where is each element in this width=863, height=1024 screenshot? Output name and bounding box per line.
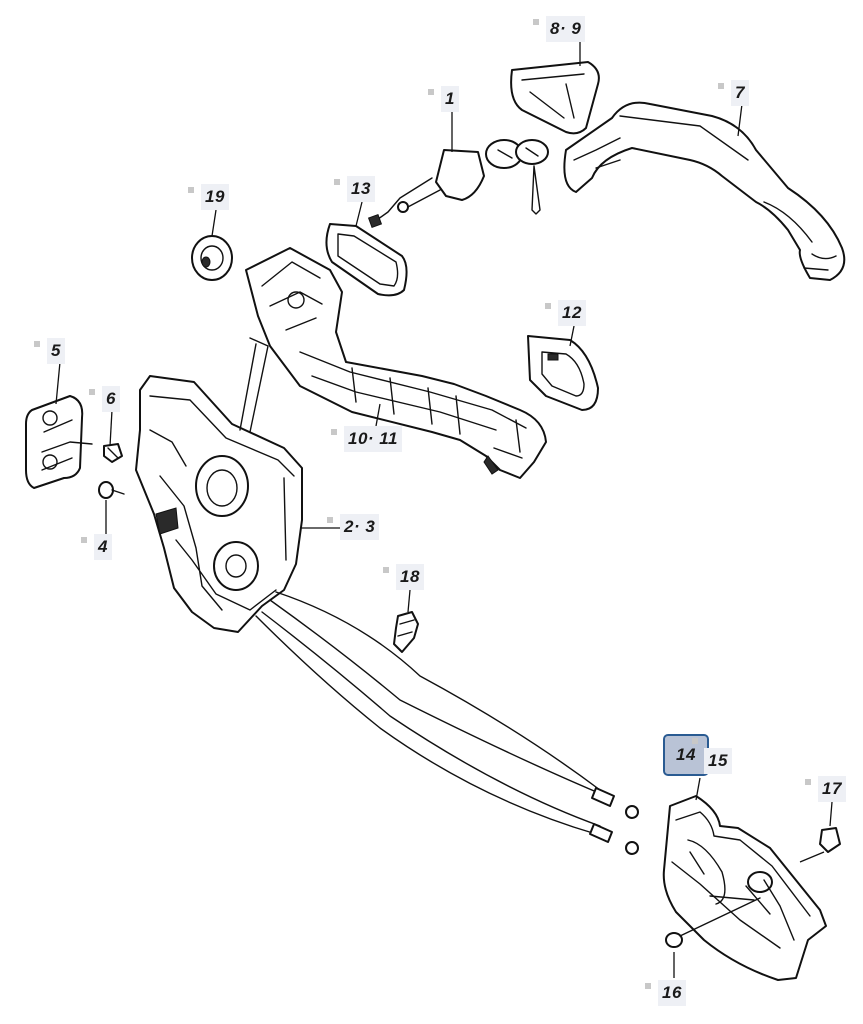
callout-2-3[interactable]: 2· 3 <box>327 514 380 540</box>
part-handle-cap <box>510 61 600 135</box>
callout-marker <box>327 517 333 523</box>
callout-label: 19 <box>205 187 225 206</box>
callout-marker <box>428 89 434 95</box>
callout-label: 5 <box>51 341 61 360</box>
callout-7[interactable]: 7 <box>718 80 749 106</box>
callout-marker <box>805 779 811 785</box>
callout-15[interactable]: 15 <box>704 748 732 774</box>
callout-marker <box>692 738 698 744</box>
callout-label: 18 <box>400 567 420 586</box>
callout-6[interactable]: 6 <box>89 386 120 412</box>
callout-label: 13 <box>351 179 371 198</box>
callout-4[interactable]: 4 <box>81 534 112 560</box>
callout-label: 2· 3 <box>344 517 376 536</box>
callout-label: 7 <box>735 83 745 102</box>
part-handle-frame <box>245 247 547 479</box>
callout-12[interactable]: 12 <box>545 300 586 326</box>
part-inside-handle <box>662 795 827 981</box>
callout-17[interactable]: 17 <box>805 776 846 802</box>
callout-8-9[interactable]: 8· 9 <box>533 16 586 42</box>
callout-16[interactable]: 16 <box>645 980 686 1006</box>
leader-lines <box>55 38 833 978</box>
callout-label: 16 <box>662 983 682 1002</box>
callout-18[interactable]: 18 <box>383 564 424 590</box>
callout-10-11[interactable]: 10· 11 <box>331 426 402 452</box>
callout-marker <box>331 429 337 435</box>
callout-1[interactable]: 1 <box>428 86 459 112</box>
callout-marker <box>718 83 724 89</box>
part-grommet <box>191 235 233 281</box>
callout-label: 14 <box>676 745 696 764</box>
callout-marker <box>89 389 95 395</box>
part-gasket <box>325 223 408 297</box>
callout-5[interactable]: 5 <box>34 338 65 364</box>
callout-marker <box>383 567 389 573</box>
part-latch-actuator <box>135 337 303 633</box>
callout-label: 1 <box>445 89 455 108</box>
callout-marker <box>545 303 551 309</box>
part-bracket <box>527 335 599 411</box>
part-lock-cylinder <box>367 139 549 229</box>
part-cap-17 <box>819 827 841 853</box>
callout-label: 12 <box>562 303 582 322</box>
callout-14[interactable]: 14 <box>663 734 709 776</box>
part-striker <box>25 395 93 489</box>
part-screw-6 <box>103 443 123 463</box>
callout-label: 6 <box>106 389 116 408</box>
callout-marker <box>645 983 651 989</box>
callout-label: 15 <box>708 751 728 770</box>
callout-marker <box>34 341 40 347</box>
callout-marker <box>533 19 539 25</box>
callout-label: 17 <box>822 779 842 798</box>
callout-13[interactable]: 13 <box>334 176 375 202</box>
callout-label: 10· 11 <box>348 429 398 448</box>
part-cables <box>255 591 639 855</box>
callout-marker <box>188 187 194 193</box>
part-screw-4 <box>98 481 125 499</box>
callout-label: 4 <box>98 537 108 556</box>
callout-label: 8· 9 <box>550 19 582 38</box>
part-screw-16 <box>665 897 761 948</box>
part-clip <box>393 611 419 653</box>
callout-marker <box>81 537 87 543</box>
part-outside-handle <box>563 101 846 281</box>
callout-19[interactable]: 19 <box>188 184 229 210</box>
callout-marker <box>334 179 340 185</box>
